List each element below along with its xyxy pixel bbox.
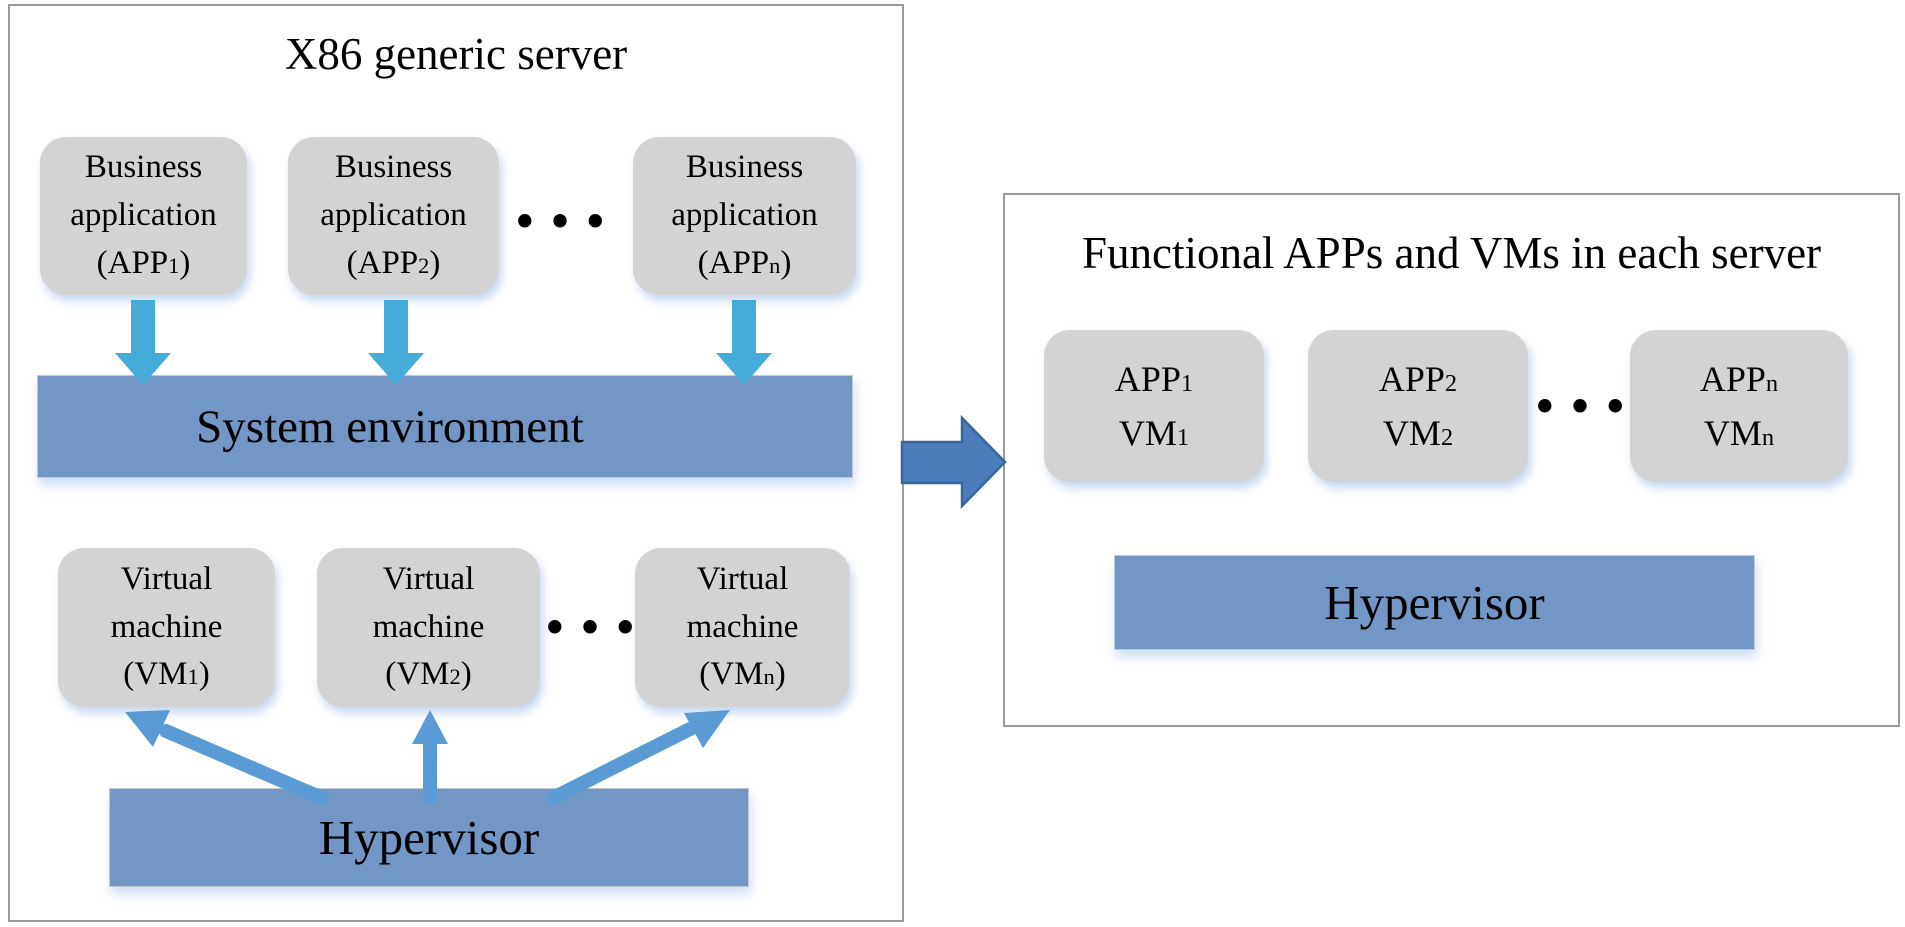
virtual-machine-box-1: Virtual machine (VM1) <box>58 548 275 707</box>
business-app-name-line1: Business <box>334 149 453 186</box>
vm-label: VMn <box>1703 413 1775 453</box>
x86-server-panel: X86 generic server Business application … <box>8 4 904 922</box>
vm-name-line2: machine <box>372 608 485 645</box>
app-vm-box-1: APP1 VM1 <box>1044 330 1264 482</box>
business-app-box-2: Business application (APP2) <box>288 137 499 295</box>
hypervisor-bar-left: Hypervisor <box>109 788 749 887</box>
business-app-id: (APP2) <box>346 244 441 281</box>
business-app-name-line1: Business <box>84 149 203 186</box>
vm-label: VM1 <box>1118 413 1190 453</box>
business-app-name-line1: Business <box>685 149 804 186</box>
left-panel-title: X86 generic server <box>284 29 628 79</box>
virtual-machines-ellipsis: ••• <box>542 606 649 650</box>
vm-id: (VM1) <box>123 656 210 693</box>
right-arrow-icon <box>900 414 1007 510</box>
app-label: APP2 <box>1378 359 1458 399</box>
system-environment-bar: System environment <box>37 375 853 478</box>
vm-id: (VMn) <box>699 656 786 693</box>
hypervisor-label: Hypervisor <box>318 810 540 865</box>
vm-name-line1: Virtual <box>382 560 475 597</box>
vm-name-line1: Virtual <box>696 560 789 597</box>
hypervisor-label: Hypervisor <box>1324 575 1545 630</box>
vm-name-line1: Virtual <box>120 560 213 597</box>
vm-name-line2: machine <box>686 608 799 645</box>
app-vm-box-n: APPn VMn <box>1630 330 1848 482</box>
virtual-machine-box-n: Virtual machine (VMn) <box>635 548 850 707</box>
app-label: APPn <box>1699 359 1779 399</box>
vm-name-line2: machine <box>110 608 223 645</box>
right-panel-title: Functional APPs and VMs in each server <box>1081 228 1822 278</box>
vm-id: (VM2) <box>385 656 472 693</box>
business-app-id: (APPn) <box>697 244 792 281</box>
functional-apps-vms-panel: Functional APPs and VMs in each server A… <box>1003 193 1900 727</box>
business-app-name-line2: application <box>70 197 217 234</box>
business-app-name-line2: application <box>671 197 818 234</box>
business-apps-ellipsis: ••• <box>512 200 619 244</box>
app-vm-box-2: APP2 VM2 <box>1308 330 1528 482</box>
business-app-name-line2: application <box>320 197 467 234</box>
system-environment-label: System environment <box>196 400 584 453</box>
virtual-machine-box-2: Virtual machine (VM2) <box>317 548 540 707</box>
app-label: APP1 <box>1114 359 1194 399</box>
app-vm-ellipsis: ••• <box>1532 385 1639 429</box>
hypervisor-bar-right: Hypervisor <box>1114 555 1755 650</box>
business-app-box-n: Business application (APPn) <box>633 137 856 295</box>
business-app-id: (APP1) <box>96 244 191 281</box>
business-app-box-1: Business application (APP1) <box>40 137 247 295</box>
vm-label: VM2 <box>1382 413 1454 453</box>
